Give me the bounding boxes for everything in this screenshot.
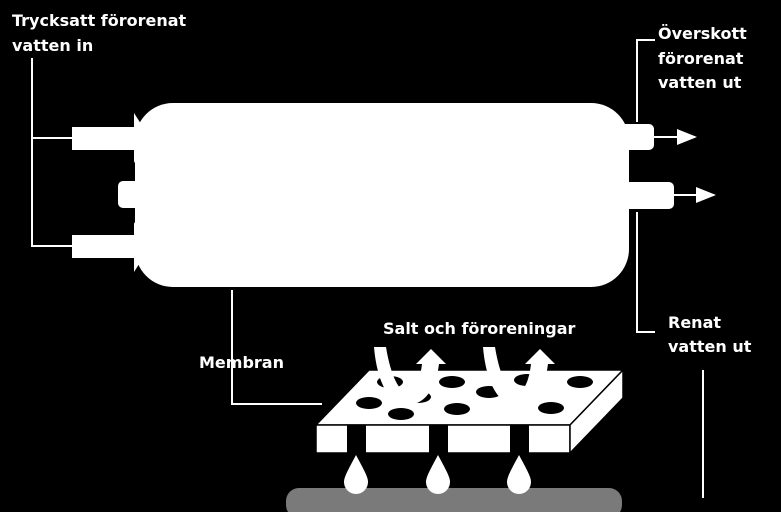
inlet-leader [31,137,72,247]
filtrate-bar [286,488,622,512]
membrane-label: Membran [199,353,284,372]
leader-lines [31,39,704,498]
pore [538,402,564,414]
droplet-icon [344,455,368,494]
pore [356,397,382,409]
excess-outlet-leader [636,39,655,122]
water-droplets [344,455,531,494]
membrane-leader [231,290,322,405]
pore [567,376,593,388]
excess-outlet-label-line2: förorenat [658,49,744,68]
u-turn-arrow-icon [483,347,555,405]
membrane-side-face [569,368,624,455]
inlet-arrow-top [72,113,150,163]
purified-outlet-label-line2: vatten ut [668,337,752,356]
inlet-arrow-bottom [72,222,150,272]
salt-label: Salt och föroreningar [383,319,576,338]
membrane-vessel [135,103,629,287]
droplet-icon [426,455,450,494]
droplet-icon [507,455,531,494]
inlet-label-line2: vatten in [12,36,94,55]
membrane-channels [347,425,529,453]
pore [388,408,414,420]
excess-outlet-label-line3: vatten ut [658,73,742,92]
purified-outlet-label-line1: Renat [668,313,722,332]
pore [439,376,465,388]
salt-rejection-arrows [374,347,555,405]
channel [510,425,529,453]
excess-outlet-label-line1: Överskott [658,24,747,43]
channel [347,425,366,453]
u-turn-arrow-icon [374,347,446,405]
channel [429,425,448,453]
pore [444,403,470,415]
excess-outlet-pipe [608,124,654,150]
purified-outlet-leader [636,212,655,333]
purified-outlet-pipe [608,182,674,209]
inlet-label-line1: Trycksatt förorenat [12,11,187,30]
outlets [608,124,674,209]
